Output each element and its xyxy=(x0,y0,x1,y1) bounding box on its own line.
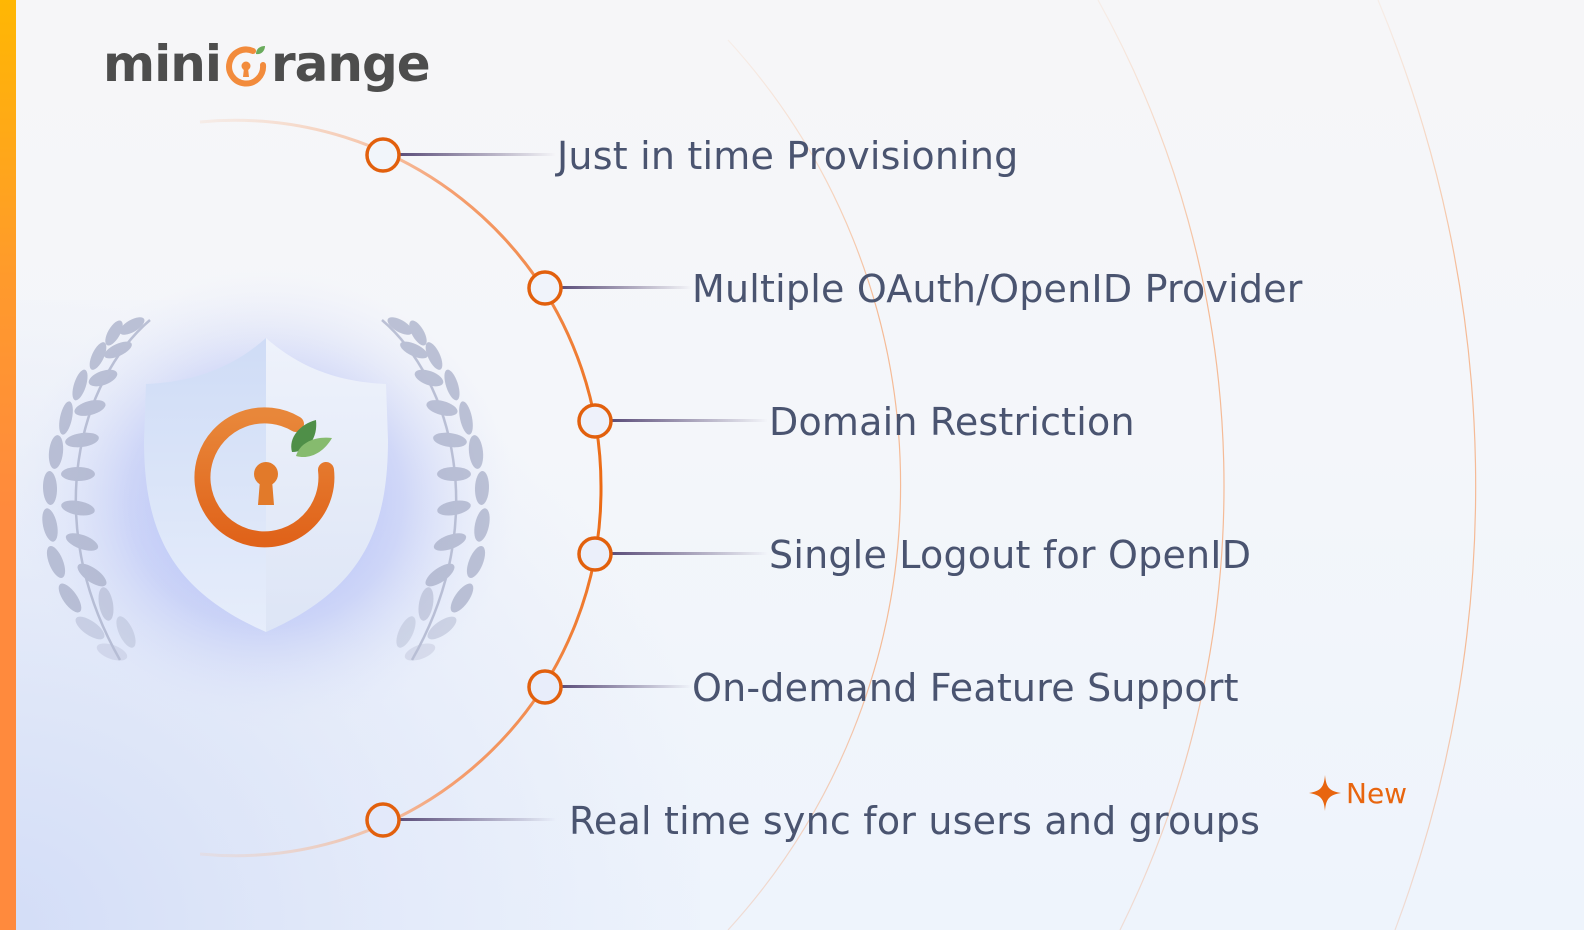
feature-item-multiple-oauth-openid-provider: Multiple OAuth/OpenID Provider xyxy=(692,267,1303,311)
connectors xyxy=(398,153,768,821)
connector-3 xyxy=(610,419,768,422)
connector-1 xyxy=(398,153,556,156)
leaf-icon xyxy=(291,420,317,452)
shield-keyhole-icon xyxy=(144,338,388,632)
timeline-arc xyxy=(199,118,603,858)
logo-text-suffix: range xyxy=(270,35,431,93)
logo-text-prefix: mini xyxy=(103,35,222,93)
laurel-right xyxy=(381,317,490,661)
feature-item-real-time-sync: Real time sync for users and groups xyxy=(569,799,1261,843)
feature-item-single-logout-openid: Single Logout for OpenID xyxy=(769,533,1252,577)
node-2 xyxy=(527,270,563,306)
laurel-wreath-icon xyxy=(42,317,490,661)
timeline-nodes xyxy=(365,137,613,838)
feature-item-domain-restriction: Domain Restriction xyxy=(769,400,1135,444)
connector-4 xyxy=(610,552,768,555)
connector-5 xyxy=(560,685,692,688)
laurel-left xyxy=(42,317,151,661)
keyhole-ring xyxy=(194,407,335,548)
feature-item-just-in-time-provisioning: Just in time Provisioning xyxy=(557,134,1019,178)
orange-keyhole-icon xyxy=(223,45,269,91)
node-5 xyxy=(527,669,563,705)
new-badge: New xyxy=(1308,774,1407,812)
background-arc-1 xyxy=(727,39,902,930)
background-arc-2 xyxy=(1097,0,1225,930)
node-6 xyxy=(365,802,401,838)
node-1 xyxy=(365,137,401,173)
background-arcs xyxy=(727,0,1477,930)
new-badge-label: New xyxy=(1346,776,1408,810)
connector-6 xyxy=(398,818,556,821)
node-3 xyxy=(577,403,613,439)
keyhole-slot xyxy=(258,480,274,505)
connector-2 xyxy=(560,286,692,289)
feature-item-on-demand-feature-support: On-demand Feature Support xyxy=(692,666,1239,710)
minirange-logo: mini range xyxy=(103,32,431,96)
node-4 xyxy=(577,536,613,572)
accent-bar xyxy=(0,0,16,930)
background-arc-3 xyxy=(1377,0,1477,930)
sparkle-icon xyxy=(1309,775,1341,811)
